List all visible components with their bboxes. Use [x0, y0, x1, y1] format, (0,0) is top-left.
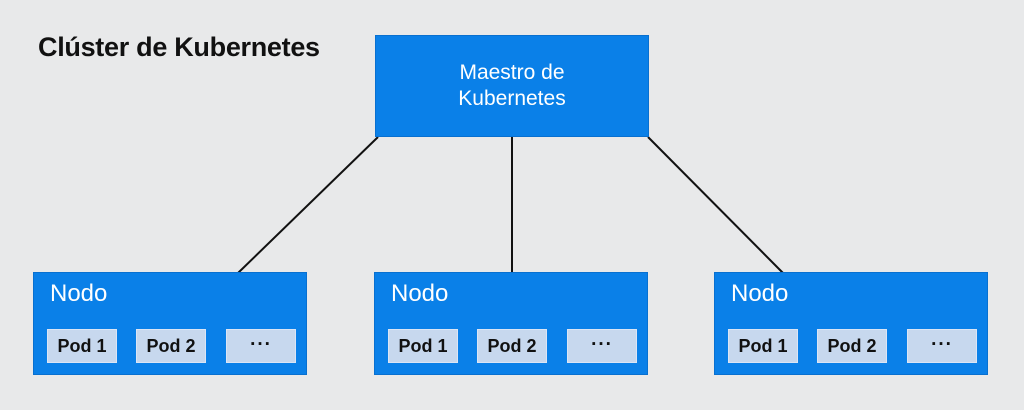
node-box-3: Nodo Pod 1 Pod 2 ...: [714, 272, 988, 375]
pod-label: Pod 2: [827, 335, 877, 356]
pod-box: Pod 1: [388, 329, 458, 363]
pod-box-ellipsis: ...: [226, 329, 296, 363]
pod-box: Pod 1: [728, 329, 798, 363]
node-box-1: Nodo Pod 1 Pod 2 ...: [33, 272, 307, 375]
node-box-2: Nodo Pod 1 Pod 2 ...: [374, 272, 648, 375]
pod-label: Pod 2: [146, 335, 196, 356]
pod-label: Pod 1: [398, 335, 448, 356]
pod-box: Pod 2: [477, 329, 547, 363]
pod-label: Pod 1: [57, 335, 107, 356]
pod-label: Pod 2: [487, 335, 537, 356]
pod-box: Pod 1: [47, 329, 117, 363]
connector-line-left: [237, 136, 379, 274]
master-label: Maestro de Kubernetes: [458, 61, 566, 110]
connector-line-right: [647, 136, 784, 274]
pod-ellipsis-label: ...: [591, 329, 613, 351]
pod-box-ellipsis: ...: [907, 329, 977, 363]
pod-box: Pod 2: [817, 329, 887, 363]
pod-ellipsis-label: ...: [250, 329, 272, 351]
node-label: Nodo: [391, 280, 449, 307]
pod-label: Pod 1: [738, 335, 788, 356]
node-label: Nodo: [731, 280, 789, 307]
pod-box: Pod 2: [136, 329, 206, 363]
pod-box-ellipsis: ...: [567, 329, 637, 363]
diagram-title: Clúster de Kubernetes: [38, 32, 320, 62]
pod-ellipsis-label: ...: [931, 329, 953, 351]
master-box: Maestro de Kubernetes: [375, 35, 649, 137]
node-label: Nodo: [50, 280, 108, 307]
